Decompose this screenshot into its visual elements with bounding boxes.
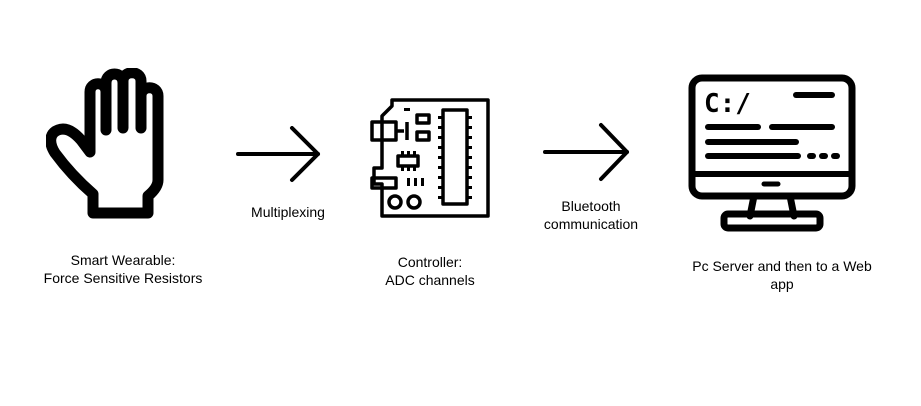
arrow-right-multiplexing	[236, 126, 320, 182]
edge-label-bluetooth: Bluetooth communication	[527, 197, 655, 233]
node-label-line: app	[770, 276, 794, 292]
node-label-wearable: Smart Wearable: Force Sensitive Resistor…	[28, 251, 218, 287]
node-label-line: Smart Wearable:	[70, 252, 176, 268]
node-label-line: ADC channels	[385, 272, 475, 288]
circuit-board-icon	[370, 98, 490, 218]
desktop-monitor-icon: C:/	[688, 74, 856, 232]
node-label-line: Pc Server and then to a Web	[692, 258, 872, 274]
edge-label-line: communication	[543, 216, 639, 232]
node-label-pc: Pc Server and then to a Web app	[678, 257, 886, 293]
node-label-controller: Controller: ADC channels	[366, 253, 494, 289]
screen-prompt-text: C:/	[704, 89, 751, 119]
node-label-line: Controller:	[397, 254, 463, 270]
node-label-line: Force Sensitive Resistors	[43, 270, 203, 286]
hand-icon	[46, 68, 164, 219]
edge-label-line: Bluetooth	[561, 198, 621, 214]
edge-label-multiplexing: Multiplexing	[237, 203, 339, 221]
edge-label-line: Multiplexing	[251, 204, 325, 220]
arrow-right-bluetooth	[543, 123, 629, 181]
